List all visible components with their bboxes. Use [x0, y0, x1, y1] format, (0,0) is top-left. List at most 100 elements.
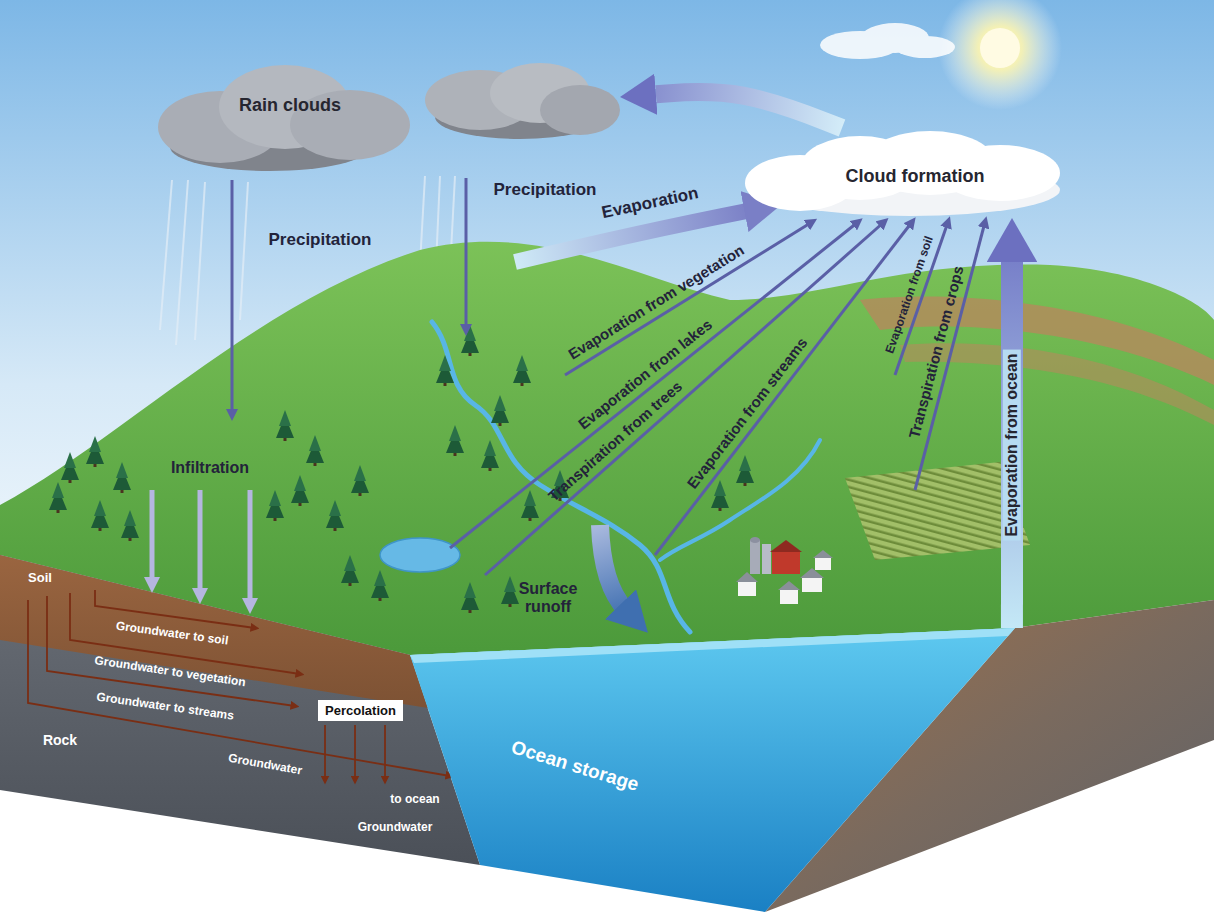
trees	[521, 490, 539, 521]
runoff-arrow	[600, 525, 626, 610]
ocean-storage: Ocean storage	[410, 628, 1015, 912]
farm	[813, 550, 833, 558]
trees	[371, 570, 389, 601]
farm	[736, 572, 758, 582]
cloud-formation: Cloud formation	[740, 128, 1080, 218]
precipitation-arrow	[465, 178, 468, 330]
farm	[762, 544, 771, 574]
trees	[481, 440, 499, 471]
trees	[446, 425, 464, 456]
trees	[501, 576, 519, 607]
rain-streaks	[176, 180, 188, 345]
flow-arrow	[656, 92, 842, 128]
precipitation-arrow	[232, 178, 466, 415]
left-block-face	[0, 555, 480, 865]
evapotranspiration-arrow	[565, 222, 812, 375]
infiltration-arrow	[248, 490, 253, 606]
trees	[736, 455, 754, 486]
process-label: Surface runoff	[512, 580, 584, 617]
trees	[711, 480, 729, 511]
process-label: Evaporation	[600, 183, 700, 223]
trees	[491, 395, 509, 426]
trees	[341, 555, 359, 586]
trees	[91, 500, 109, 531]
trees	[436, 355, 454, 386]
trees	[513, 355, 531, 386]
trees	[326, 500, 344, 531]
infiltration-arrow	[152, 490, 250, 606]
node-text: Percolation	[325, 703, 396, 718]
ocean-shape-part	[410, 628, 1015, 912]
process-label: Evaporation from vegetation	[565, 241, 747, 363]
stream	[660, 440, 820, 560]
farm-field-band	[900, 343, 1214, 425]
percolation-arrow	[324, 725, 326, 780]
percolation-arrow	[325, 725, 385, 780]
trees	[266, 490, 284, 521]
sun	[980, 28, 1020, 68]
small-cloud	[820, 23, 955, 59]
process-label: Evaporation from streams	[683, 334, 810, 492]
trees	[276, 410, 294, 441]
process-label: Groundwater	[358, 821, 433, 835]
sky	[0, 0, 1214, 700]
sun	[938, 0, 1062, 110]
percolation-arrow	[354, 725, 356, 780]
process-label: Precipitation	[494, 180, 597, 200]
process-label: Infiltration	[171, 459, 249, 477]
node-text: Rain clouds	[239, 95, 341, 116]
rain-cloud: Rain clouds	[150, 55, 620, 175]
farm	[738, 582, 756, 596]
process-label: Precipitation	[269, 230, 372, 250]
farm	[815, 558, 831, 570]
trees	[121, 510, 139, 541]
rain-streaks	[160, 180, 172, 330]
rain-shape-part	[540, 85, 620, 135]
percolation-box: Percolation	[318, 700, 403, 721]
ocean-shape	[410, 628, 1015, 912]
trees	[306, 435, 324, 466]
process-label: to ocean	[390, 793, 439, 807]
evapotranspiration-arrow	[450, 222, 985, 575]
process-label: Groundwater to streams	[95, 691, 234, 724]
farm	[736, 537, 833, 604]
trees	[49, 482, 67, 513]
infiltration-arrow	[150, 490, 155, 585]
process-label: Soil	[28, 571, 52, 586]
farm	[750, 540, 760, 574]
soil-layer	[0, 555, 428, 708]
rain-shape	[150, 55, 620, 175]
process-label: Evaporation from soil	[883, 234, 936, 355]
farm	[802, 578, 822, 592]
percolation-arrow	[384, 725, 386, 780]
farm	[780, 590, 798, 604]
trees	[61, 452, 79, 483]
farm	[750, 537, 760, 543]
process-label: Groundwater to vegetation	[93, 654, 246, 690]
trees	[461, 582, 479, 613]
rain-streaks	[240, 182, 248, 320]
groundwater-flow-line	[47, 596, 295, 706]
small-cloud	[895, 36, 955, 58]
edge-label: Evaporation from ocean	[1003, 349, 1021, 540]
infiltration-arrow	[198, 490, 203, 596]
evapotranspiration-arrow	[450, 222, 858, 548]
groundwater-flow-line	[28, 590, 450, 776]
precipitation-arrow	[231, 180, 234, 415]
trees	[291, 475, 309, 506]
farm-field-band	[860, 297, 1214, 385]
sun	[938, 0, 1062, 110]
process-label: Groundwater to soil	[115, 619, 229, 648]
trees	[113, 462, 131, 493]
evapotranspiration-arrow	[485, 222, 884, 575]
process-label: Groundwater	[227, 752, 303, 779]
farm	[772, 552, 800, 574]
trees	[461, 325, 479, 356]
farm	[770, 540, 802, 552]
farm	[778, 581, 800, 590]
rain-streaks	[195, 182, 205, 340]
flow-arrow	[1001, 262, 1023, 628]
groundwater-flow-line	[28, 600, 450, 776]
process-label: Rock	[43, 732, 77, 748]
